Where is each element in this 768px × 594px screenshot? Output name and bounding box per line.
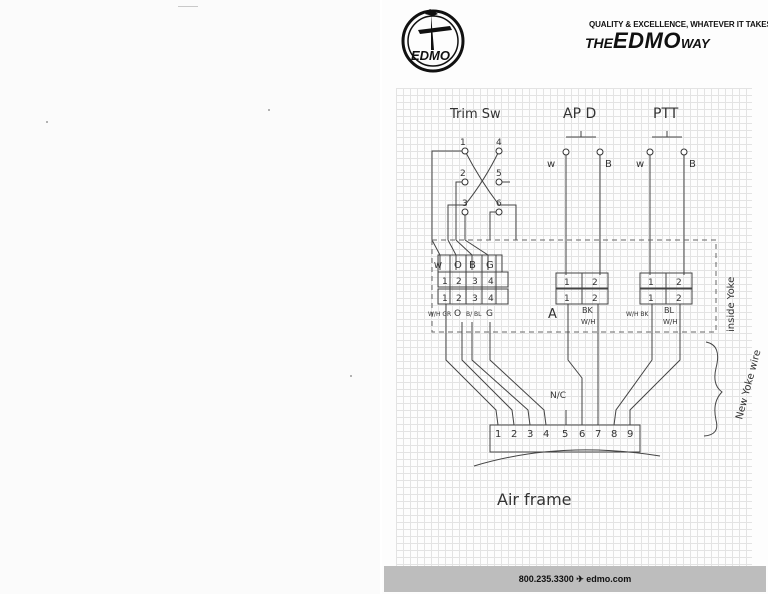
ptt-conn-pin-2b: 2 xyxy=(676,294,682,304)
brand-tagline: QUALITY & EXCELLENCE, WHATEVER IT TAKES. xyxy=(589,20,768,29)
graph-grid xyxy=(396,88,752,566)
below-trim-b-bl: B/ BL xyxy=(466,311,482,318)
heading-trim-sw: Trim Sw xyxy=(449,107,501,122)
trim-pin-3: 3 xyxy=(462,199,468,209)
terminal-pin-4: 4 xyxy=(543,429,549,440)
trim-pin-5: 5 xyxy=(496,169,502,179)
ptt-conn-pin-1a: 1 xyxy=(648,278,654,288)
footer-bar: 800.235.3300 ✈ edmo.com xyxy=(384,566,766,592)
edmo-logo: EDMO xyxy=(401,9,465,73)
conn-b-pin-1: 1 xyxy=(442,294,448,304)
conn-b-pin-4: 4 xyxy=(488,294,494,304)
ptt-conn-pin-1b: 1 xyxy=(648,294,654,304)
conn-a-pin-1: 1 xyxy=(442,277,448,287)
ap-conn-pin-1a: 1 xyxy=(564,278,570,288)
conn-top-g: G xyxy=(486,260,494,271)
logo-text: EDMO xyxy=(411,48,450,63)
below-ap-a: A xyxy=(548,307,557,322)
terminal-pin-2: 2 xyxy=(511,429,517,440)
below-ptt-wh: W/H xyxy=(663,318,678,326)
trim-pin-2: 2 xyxy=(460,169,466,179)
slogan-edmo: EDMO xyxy=(613,28,681,53)
conn-top-b: B xyxy=(469,260,476,271)
conn-b-pin-3: 3 xyxy=(472,294,478,304)
terminal-pin-7: 7 xyxy=(595,429,601,440)
ap-conn-pin-1b: 1 xyxy=(564,294,570,304)
ptt-wire-w: w xyxy=(636,159,644,170)
blank-left-page xyxy=(0,0,380,594)
new-yoke-wire-note: New Yoke wire xyxy=(734,349,763,421)
trim-pin-6: 6 xyxy=(496,199,502,209)
ap-conn-pin-2b: 2 xyxy=(592,294,598,304)
ap-conn-pin-2a: 2 xyxy=(592,278,598,288)
conn-a-pin-3: 3 xyxy=(472,277,478,287)
terminal-pin-6: 6 xyxy=(579,429,585,440)
below-ap-bk: BK xyxy=(582,306,593,315)
below-ptt-wh-bk: W/H BK xyxy=(626,311,649,318)
side-note-inside-yoke: inside Yoke xyxy=(726,277,737,332)
trim-pin-4: 4 xyxy=(496,138,502,148)
plane-icon xyxy=(425,9,438,16)
ptt-wire-b: B xyxy=(689,159,696,170)
footer-contact: 800.235.3300 ✈ edmo.com xyxy=(518,573,632,584)
conn-a-pin-2: 2 xyxy=(456,277,462,287)
terminal-pin-3: 3 xyxy=(527,429,533,440)
below-trim-o: O xyxy=(454,309,461,319)
heading-ptt: PTT xyxy=(653,106,679,122)
ap-wire-b: B xyxy=(605,159,612,170)
below-ap-wh: W/H xyxy=(581,318,596,326)
nc-label: N/C xyxy=(550,391,566,401)
trim-pin-1: 1 xyxy=(460,138,466,148)
terminal-pin-9: 9 xyxy=(627,429,633,440)
below-ptt-bl: BL xyxy=(664,306,674,315)
conn-a-pin-4: 4 xyxy=(488,277,494,287)
slogan-the: THE xyxy=(585,35,613,51)
ptt-conn-pin-2a: 2 xyxy=(676,278,682,288)
conn-b-pin-2: 2 xyxy=(456,294,462,304)
terminal-pin-1: 1 xyxy=(495,429,501,440)
terminal-pin-8: 8 xyxy=(611,429,617,440)
slogan-way: WAY xyxy=(681,36,710,51)
heading-ap-d: AP D xyxy=(563,106,596,122)
terminal-pin-5: 5 xyxy=(562,429,568,440)
ap-wire-w: w xyxy=(547,159,555,170)
conn-top-o: O xyxy=(454,260,462,271)
edmo-way-slogan: THEEDMOWAY xyxy=(585,30,710,52)
airframe-label: Air frame xyxy=(497,490,572,509)
below-trim-g: G xyxy=(486,309,493,319)
below-trim-wh-gr: W/H GR xyxy=(428,311,451,318)
conn-top-w: W xyxy=(434,261,442,270)
